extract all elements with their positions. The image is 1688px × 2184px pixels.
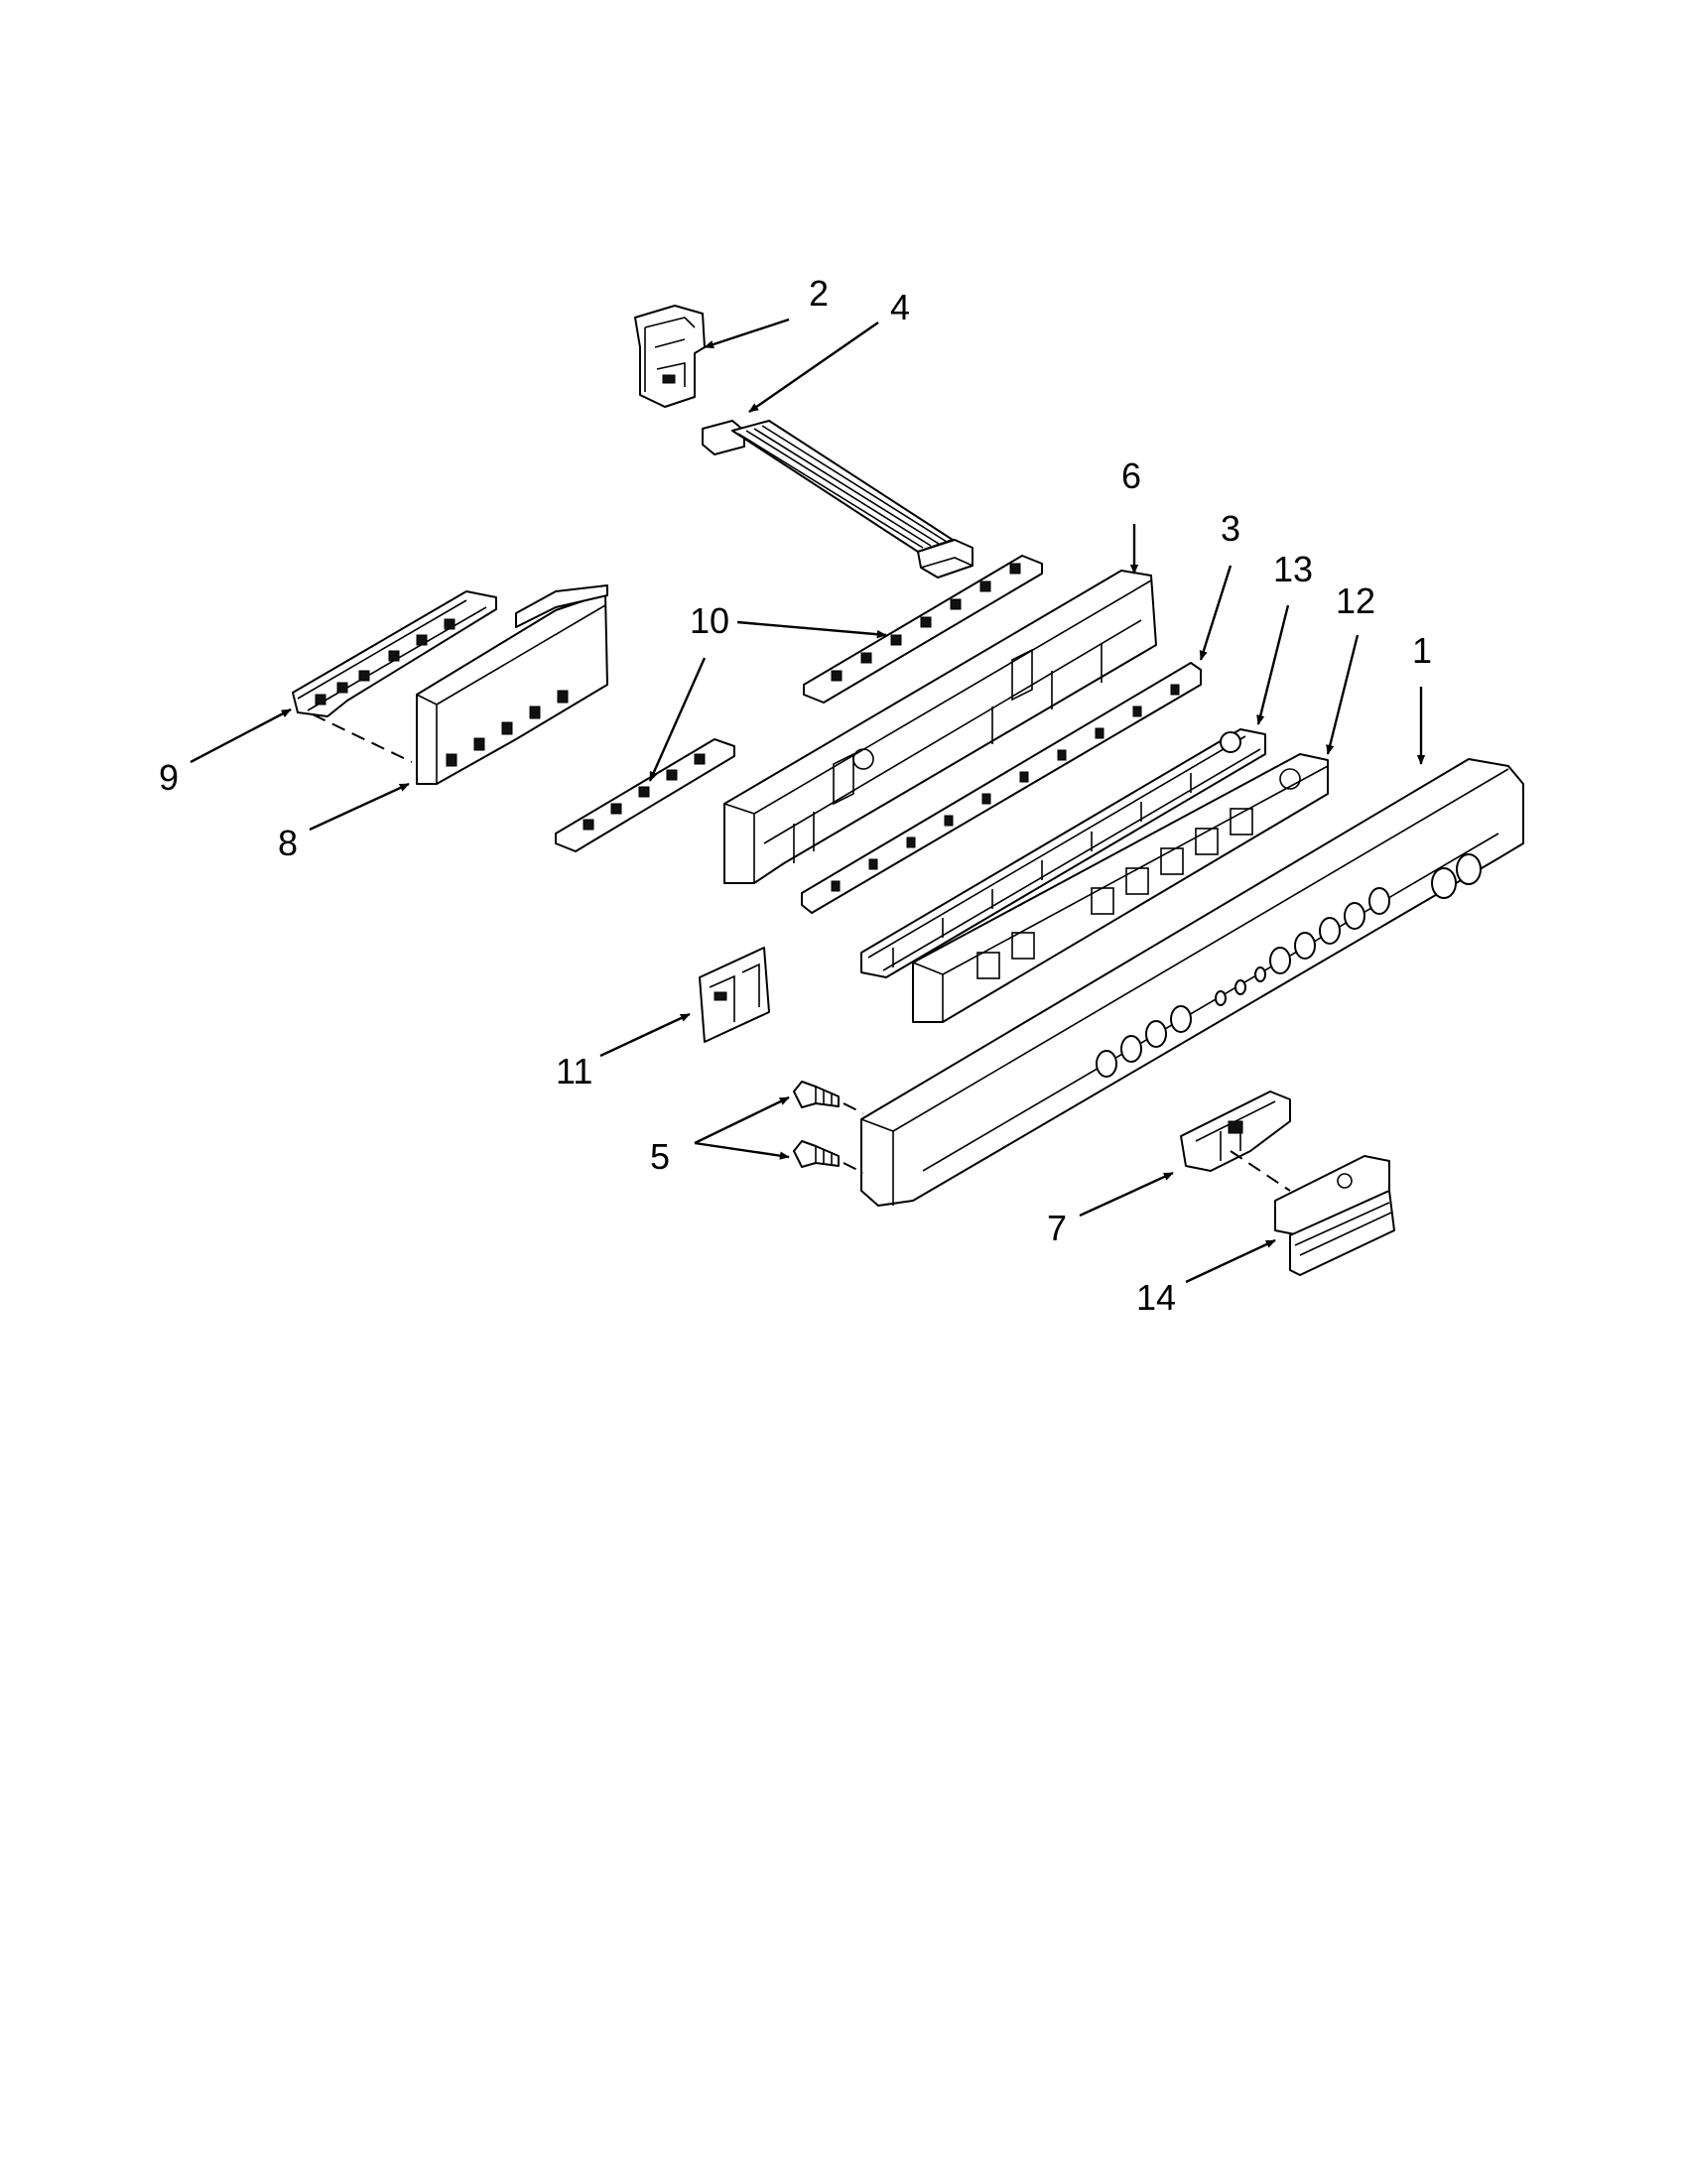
callout-11: 11	[556, 1051, 592, 1092]
leader-12	[1326, 634, 1360, 755]
leader-2	[704, 318, 790, 349]
callout-9: 9	[159, 757, 179, 798]
leader-13	[1256, 604, 1290, 725]
part-1-console-panel	[860, 758, 1524, 1207]
leader-8	[309, 782, 410, 832]
part-7-latch	[1180, 1091, 1291, 1172]
part-3-circuit-strip	[801, 662, 1202, 914]
leader-3	[1199, 565, 1233, 661]
part-11-clip	[699, 947, 770, 1043]
part-12-switch-housing	[912, 753, 1329, 1023]
callout-1: 1	[1412, 630, 1432, 671]
callout-14: 14	[1136, 1277, 1176, 1318]
part-9-control-board	[292, 590, 497, 717]
leader-7	[1079, 1171, 1174, 1218]
alignment-line-5-upper	[843, 1102, 864, 1114]
part-14-handle-cap	[1274, 1155, 1395, 1276]
leader-14	[1185, 1238, 1276, 1284]
callout-5: 5	[650, 1136, 670, 1177]
part-10-switch-board-lower	[555, 738, 735, 852]
part-10-switch-board-upper	[803, 555, 1043, 704]
part-4-wire-harness	[702, 420, 974, 578]
leader-5-lower	[694, 1141, 790, 1160]
callout-12: 12	[1336, 580, 1375, 621]
part-13-button-carrier	[860, 728, 1266, 978]
callout-8: 8	[278, 823, 298, 863]
leader-4	[748, 321, 879, 413]
callout-3: 3	[1221, 508, 1240, 549]
callout-6: 6	[1121, 455, 1141, 496]
callout-4: 4	[890, 287, 910, 327]
part-5-screws	[793, 1081, 840, 1168]
callout-13: 13	[1273, 549, 1313, 589]
alignment-line-9-8	[312, 713, 413, 763]
leader-10-lower	[648, 657, 707, 782]
callout-7: 7	[1047, 1208, 1067, 1248]
part-6-console-frame	[723, 570, 1157, 884]
alignment-line-5-lower	[843, 1162, 864, 1174]
part-8-control-housing	[416, 584, 608, 785]
leader-arrows	[190, 318, 1426, 1284]
leader-11	[599, 1012, 691, 1058]
callout-labels: 2 4 6 3 13 12 1 10 9 8 11 5 7 14	[159, 273, 1432, 1318]
part-2-bracket	[634, 305, 706, 408]
callout-2: 2	[809, 273, 829, 314]
leader-9	[190, 707, 292, 764]
leader-5-upper	[694, 1095, 790, 1145]
alignment-line-7-14	[1230, 1150, 1291, 1192]
leader-10-upper	[736, 620, 887, 639]
callout-10: 10	[690, 600, 729, 641]
